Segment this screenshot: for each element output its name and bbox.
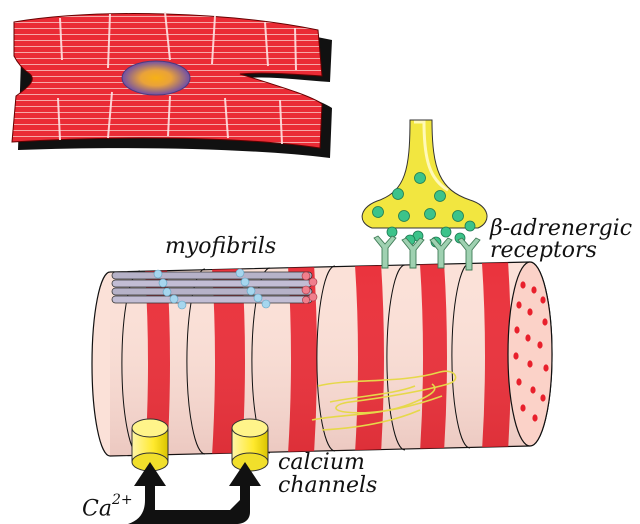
- beta-adrenergic-receptors: [373, 235, 481, 271]
- cross-section-myofibrils: [513, 281, 549, 422]
- myofibril-bundle: [111, 268, 318, 310]
- calcium-influx-arrows: [128, 462, 261, 524]
- beta-adrenergic-receptors-label: β-adrenergic receptors: [490, 218, 632, 262]
- cardiac-muscle-cell: [11, 11, 332, 158]
- nerve-terminal: [361, 119, 488, 271]
- beta-label-line2: receptors: [490, 238, 597, 263]
- nucleus: [121, 60, 191, 96]
- ion-symbol: Ca: [82, 496, 112, 522]
- sarcoplasmic-reticulum: [311, 370, 457, 431]
- calcium-label-line2: channels: [278, 473, 378, 498]
- muscle-fiber: [91, 261, 553, 457]
- calcium-label-line1: calcium: [278, 450, 365, 475]
- myofibrils-label: myofibrils: [165, 234, 277, 259]
- calcium-channels-label: calcium channels: [278, 451, 377, 497]
- calcium-ion-label: Ca2+: [82, 493, 133, 522]
- ion-charge: 2+: [111, 492, 133, 508]
- beta-label-line1: β-adrenergic: [490, 216, 633, 241]
- calcium-channel-right: [231, 418, 269, 472]
- striation-bands: [57, 11, 297, 145]
- fiber-stripes: [110, 262, 552, 456]
